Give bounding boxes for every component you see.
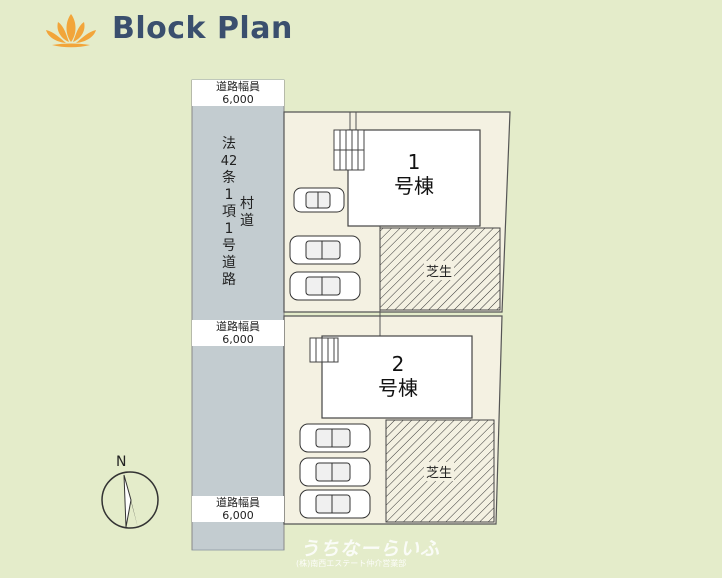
page-title: Block Plan bbox=[112, 11, 293, 46]
compass-icon bbox=[101, 471, 159, 529]
lotus-logo-icon bbox=[46, 14, 96, 48]
building-1-stairs bbox=[333, 129, 365, 171]
car-icon bbox=[299, 489, 371, 519]
lawn-label-1: 芝生 bbox=[424, 261, 455, 280]
car-icon bbox=[289, 271, 361, 301]
building-2-footprint bbox=[321, 335, 473, 419]
road-legal-designation: 法 42 条 1 項 1 号 道 路 bbox=[220, 136, 238, 288]
car-icon bbox=[299, 457, 371, 487]
car-icon bbox=[299, 423, 371, 453]
building-2-stairs bbox=[309, 337, 339, 363]
building-1-footprint bbox=[347, 129, 481, 227]
building-1-label: 1 号棟 bbox=[394, 150, 434, 198]
road-width-label-top: 道路幅員 6,000 bbox=[192, 80, 284, 106]
road-village-label: 村 道 bbox=[240, 196, 254, 229]
car-icon bbox=[293, 187, 345, 213]
car-icon bbox=[289, 235, 361, 265]
compass-north-label: N bbox=[116, 454, 127, 470]
road-strip bbox=[191, 79, 285, 551]
road-width-label-bottom: 道路幅員 6,000 bbox=[192, 496, 284, 522]
building-2-label: 2 号棟 bbox=[378, 352, 418, 400]
watermark-brand: うちなーらいふ bbox=[300, 538, 441, 560]
lawn-label-2: 芝生 bbox=[424, 462, 455, 481]
watermark-company: (株)南西エステート仲介営業部 bbox=[296, 559, 407, 568]
road-width-label-middle: 道路幅員 6,000 bbox=[192, 320, 284, 346]
